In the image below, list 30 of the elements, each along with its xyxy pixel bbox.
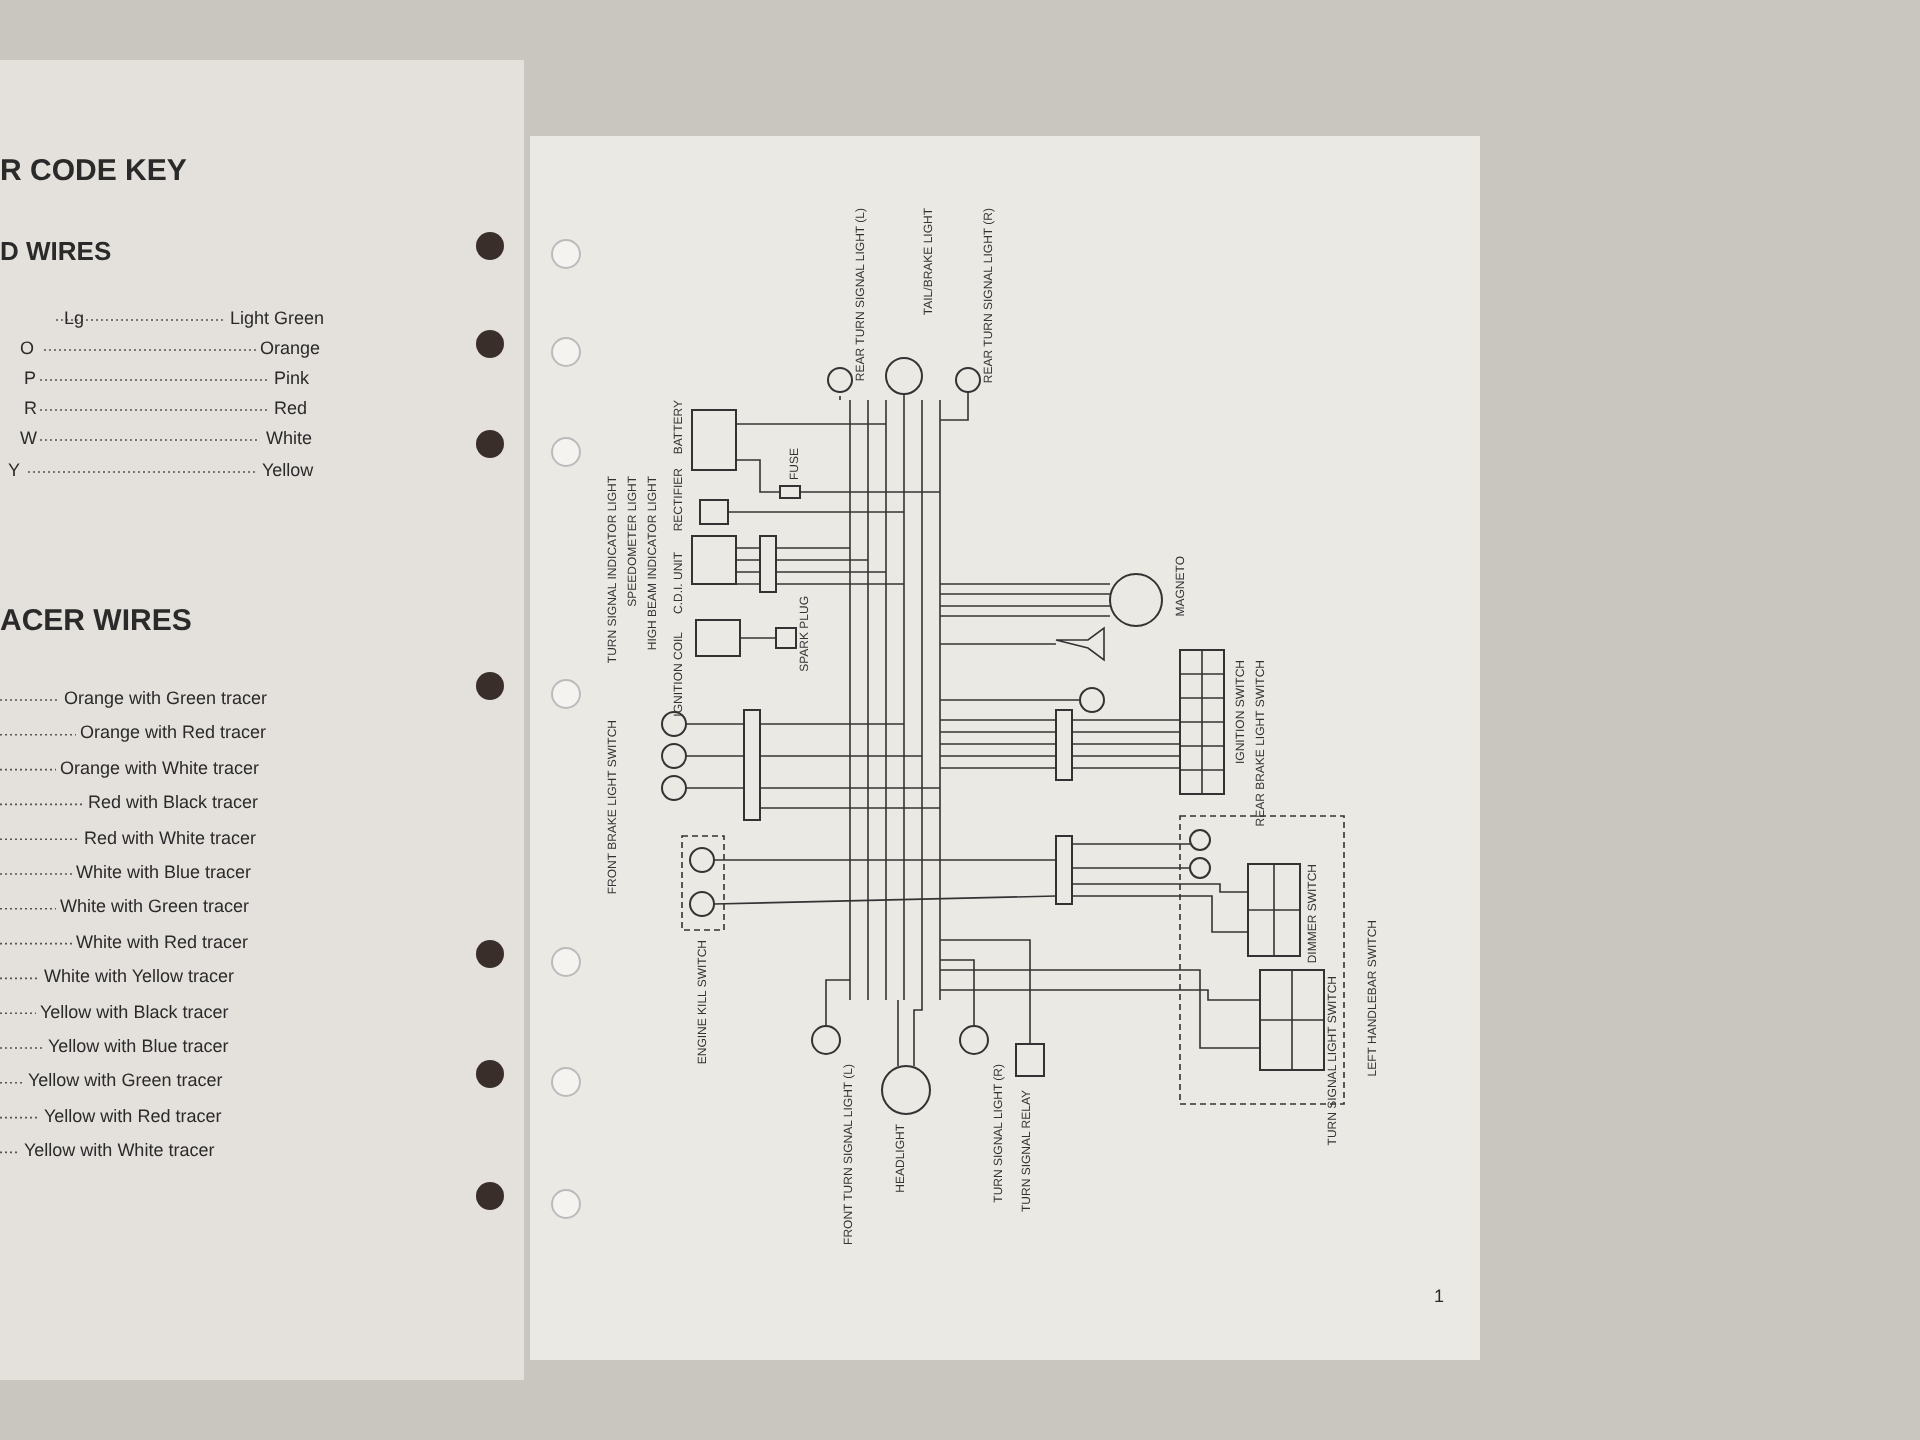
legend-entry: White with Yellow tracer <box>44 966 235 987</box>
legend-entry: Yellow with Black tracer <box>40 1001 229 1022</box>
legend-entry: Orange with Red tracer <box>80 722 267 743</box>
legend-entry: Orange <box>260 338 321 358</box>
section-heading: D WIRES <box>0 236 112 266</box>
legend-entry: O <box>20 338 35 358</box>
legend-entry: P <box>24 368 37 388</box>
legend-entry: W <box>20 428 37 448</box>
legend-entry: White <box>266 428 313 448</box>
legend-entry: Orange with Green tracer <box>64 688 268 708</box>
legend-entry: Red with White tracer <box>84 827 257 848</box>
legend-entry: Yellow with Green tracer <box>28 1070 223 1091</box>
legend-entry: White with Blue tracer <box>76 862 252 882</box>
legend-entry: Red with Black tracer <box>88 792 259 813</box>
legend-entry: Red <box>274 398 308 418</box>
section-heading: ACER WIRES <box>0 604 192 638</box>
legend-entry: R <box>24 398 37 418</box>
page-number: 1 <box>1434 1286 1445 1306</box>
legend-entry: Lg <box>64 308 85 328</box>
legend-entry: Yellow with Blue tracer <box>48 1036 229 1056</box>
legend-entry: Pink <box>274 368 310 388</box>
legend-entry: Y <box>8 460 21 480</box>
legend-entry: Yellow <box>262 460 314 480</box>
legend-entry: Orange with White tracer <box>60 757 260 778</box>
legend-entry: Light Green <box>230 308 325 328</box>
section-heading: R CODE KEY <box>0 154 187 188</box>
legend-entry: White with Green tracer <box>60 896 250 917</box>
legend-entry: White with Red tracer <box>76 931 249 952</box>
legend-entry: Yellow with Red tracer <box>44 1105 222 1126</box>
legend-entry: Yellow with White tracer <box>24 1140 215 1161</box>
